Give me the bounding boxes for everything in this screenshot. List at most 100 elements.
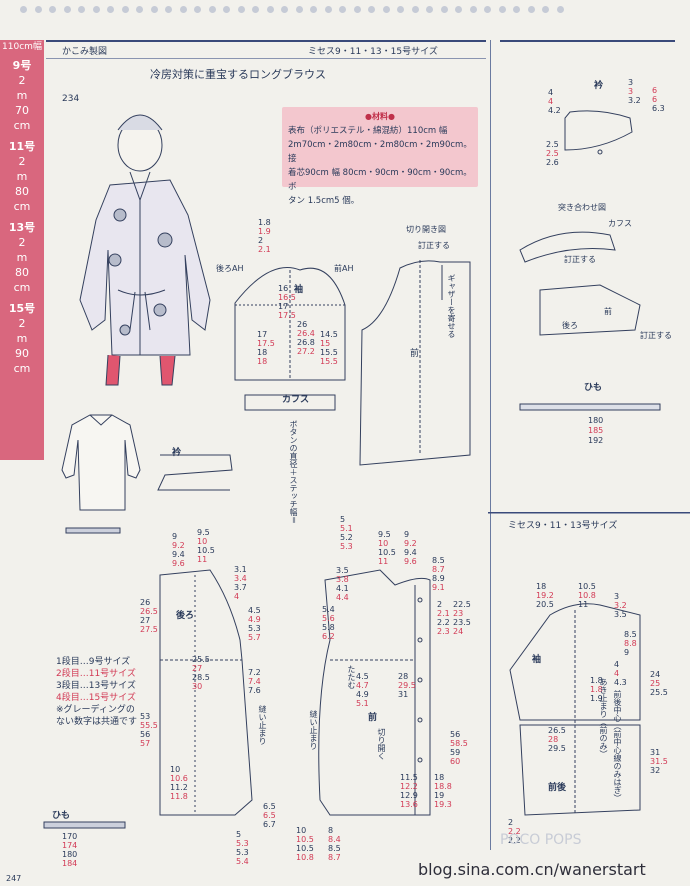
adjust-label: 訂正する — [418, 241, 450, 250]
button-note: ボタンの直径＋ステッチ幅＝ — [289, 420, 298, 524]
gather-label: ギャザーを寄せる — [447, 274, 456, 338]
right-collar-draft — [564, 110, 633, 155]
collar-label: 衿 — [172, 448, 182, 458]
join-cuffs: カフス — [608, 219, 632, 228]
materials-box: ●材料● 表布（ポリエステル・綿混紡）110cm 幅 2m70cm・2m80cm… — [282, 107, 478, 206]
join-adjust-2: 訂正する — [640, 331, 672, 340]
fabric-width: 110cm幅 — [2, 42, 42, 52]
page-number: 247 — [6, 874, 22, 883]
back-view-illustration — [61, 414, 141, 511]
sleeve-label: 袖 — [294, 285, 304, 295]
title-right: ミセス9・11・13・15号サイズ — [308, 47, 438, 57]
header-rule-right — [500, 40, 675, 42]
blog-url: blog.sina.com.cn/wanerstart — [418, 860, 646, 879]
subtitle: 冷房対策に重宝するロングブラウス — [150, 68, 326, 81]
watermark: POCO POPS — [500, 832, 582, 848]
front-label: 前 — [368, 713, 378, 723]
header-rule — [46, 40, 486, 42]
figure-illustration — [79, 114, 211, 386]
binder-holes — [20, 6, 620, 18]
right-collar-label: 衿 — [594, 81, 604, 91]
front-bodice-draft — [318, 569, 431, 816]
join-back: 後ろ — [562, 321, 578, 330]
size-legend: 1段目…9号サイズ 2段目…11号サイズ 3段目…13号サイズ 4段目…15号サ… — [56, 657, 138, 727]
materials-line: タン 1.5cm5 個。 — [288, 196, 360, 206]
header-rule-2 — [46, 58, 486, 59]
join-front: 前 — [604, 307, 612, 316]
cuffs-label: カフス — [282, 395, 310, 405]
cut-open-2: 切り開く — [377, 728, 386, 760]
materials-line: 2m70cm・2m80cm・2m80cm・2m90cm。接 — [288, 140, 472, 164]
right-section-title: ミセス9・11・13号サイズ — [508, 521, 618, 531]
right-tie-label: ひも — [584, 383, 603, 393]
right-sleeve-draft — [509, 603, 641, 816]
cut-open-draft — [359, 260, 471, 466]
back-label: 後ろ — [176, 611, 195, 621]
front-sew-stop: 縫い止まり — [309, 710, 318, 750]
back-sew-stop: 縫い止まり — [258, 705, 267, 745]
join-title: 突き合わせ図 — [558, 203, 606, 212]
open-stop-label: あき止まり（前のみ） — [599, 678, 608, 758]
join-diagram — [519, 231, 641, 336]
cut-open-title: 切り開き図 — [406, 225, 446, 234]
materials-line: 着芯90cm 幅 80cm・90cm・90cm・90cm。ボ — [288, 168, 472, 192]
join-adjust: 訂正する — [564, 255, 596, 264]
back-ah-label: 後ろAH — [216, 264, 244, 273]
front-back-label: 前後 — [548, 783, 567, 793]
sleeve-draft — [234, 266, 346, 411]
item-number: 234 — [62, 94, 80, 104]
tie-label-left: ひも — [52, 811, 71, 821]
